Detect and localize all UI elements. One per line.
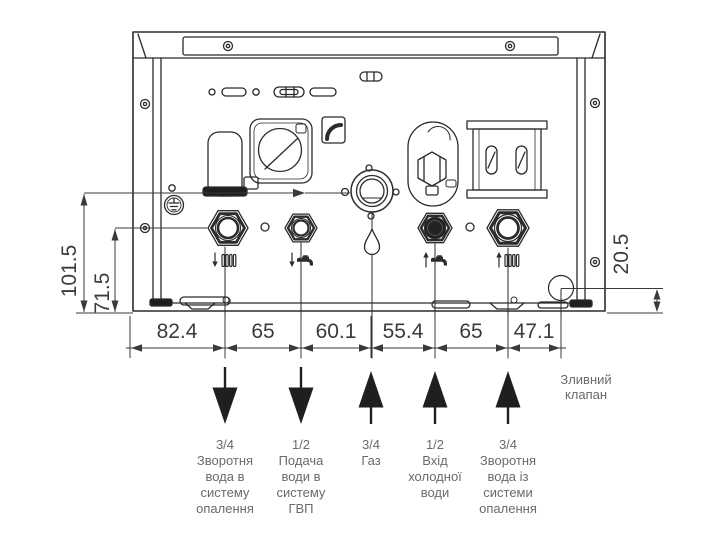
control-bracket (466, 120, 548, 199)
tap-icon (297, 255, 313, 266)
ground-terminal-icon (163, 184, 185, 216)
drain-valve-label: Зливний клапан (560, 372, 612, 402)
dim-value-101-5: 101.5 (58, 244, 81, 298)
vent-slots (208, 71, 383, 98)
radiator-icon (504, 253, 520, 268)
dim-value-20-5: 20.5 (610, 233, 633, 275)
dim-value-82-4: 82.4 (156, 320, 198, 343)
flow-arrow-up-cold-inlet (422, 371, 448, 424)
connection-label-dhw-supply: 1/2 Подача води в систему ГВП (276, 437, 326, 516)
dim-right (561, 288, 663, 314)
connection-label-heating-return-system: 3/4 Зворотня вода із системи опалення (479, 437, 537, 516)
dim-left-inner (111, 227, 207, 312)
dim-value-65-a: 65 (251, 320, 275, 343)
syphon-component (202, 131, 259, 197)
arrow-down-radiator-icon (212, 252, 237, 268)
gas-valve-flange (340, 164, 400, 220)
flow-arrow-up-gas (358, 371, 384, 424)
flow-arrow-down-heating-return (212, 367, 238, 424)
dim-value-55-4: 55.4 (382, 320, 424, 343)
flame-icon (363, 228, 381, 256)
dim-value-71-5: 71.5 (91, 272, 114, 314)
connection-label-gas: 3/4 Газ (361, 437, 381, 468)
hex-fitting-dhw-supply (284, 213, 318, 243)
panel-hole (260, 222, 270, 232)
connection-label-cold-water-inlet: 1/2 Вхід холодної води (408, 437, 462, 500)
flow-arrows (212, 367, 521, 424)
radiator-icon (221, 253, 237, 268)
hex-fitting-heating-return-system (486, 209, 530, 247)
arrow-down-tap-icon (289, 252, 313, 267)
dim-value-65-b: 65 (459, 320, 483, 343)
water-valve (407, 121, 459, 207)
hex-fitting-heating-return (207, 210, 249, 246)
tap-icon (431, 255, 447, 266)
dim-bottom-chain (126, 316, 566, 358)
arrow-up-radiator-icon (496, 252, 520, 268)
dimension-lines (76, 188, 663, 358)
dim-value-60-1: 60.1 (315, 320, 357, 343)
pipe-icons (212, 252, 520, 268)
connection-label-heating-return: 3/4 Зворотня вода в систему опалення (196, 437, 254, 516)
pump-assembly (249, 118, 313, 184)
dim-value-47-1: 47.1 (513, 320, 555, 343)
arrow-up-tap-icon (423, 252, 447, 268)
fan-component (321, 116, 346, 144)
panel-hole (465, 222, 475, 232)
dim-left-outer (80, 188, 350, 312)
mounting-bracket (182, 36, 559, 56)
flow-arrow-up-heating-return-system (495, 371, 521, 424)
flow-arrow-down-dhw-supply (288, 367, 314, 424)
hex-fitting-cold-inlet (417, 212, 453, 244)
